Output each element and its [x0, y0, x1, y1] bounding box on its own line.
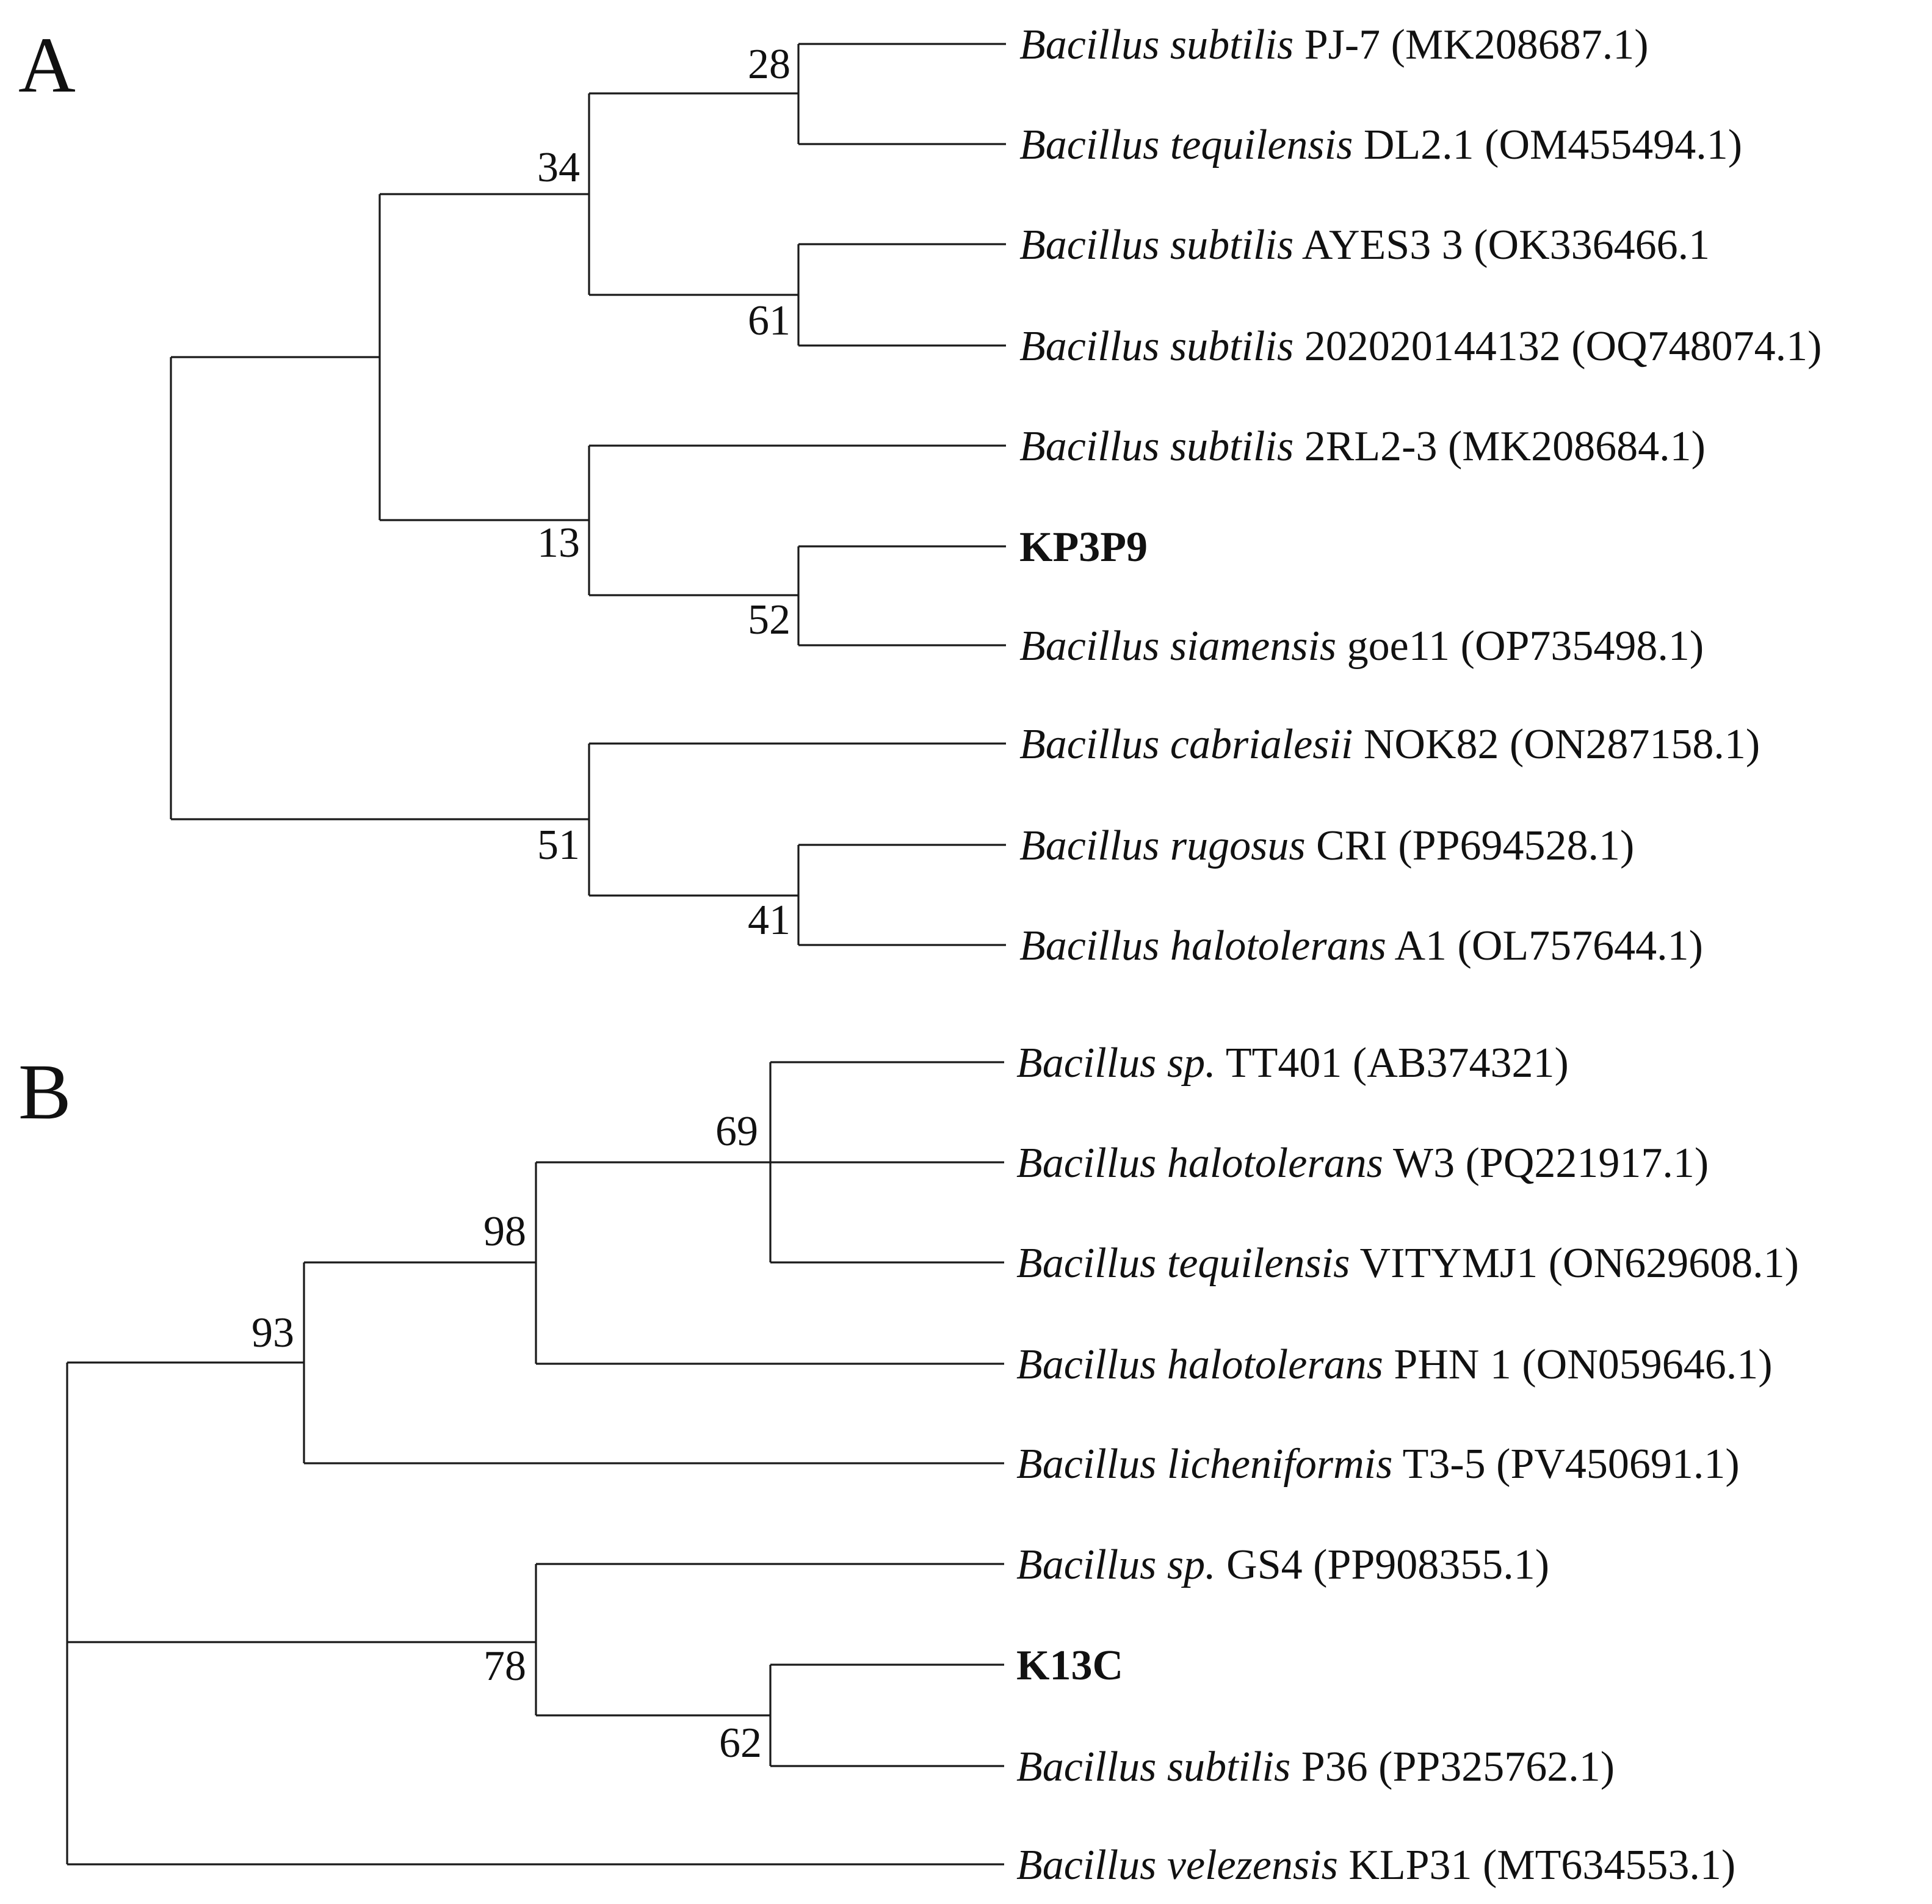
leaf-label: Bacillus licheniformis T3-5 (PV450691.1)	[1016, 1441, 1740, 1488]
panel-b: B	[18, 1040, 1799, 1889]
panel-b-leaf-labels: Bacillus sp. TT401 (AB374321) Bacillus h…	[1016, 1040, 1799, 1889]
support-value: 13	[537, 519, 580, 566]
leaf-label: Bacillus halotolerans A1 (OL757644.1)	[1019, 922, 1703, 969]
leaf-label-highlight: KP3P9	[1019, 524, 1148, 571]
panel-a-leaf-labels: Bacillus subtilis PJ-7 (MK208687.1) Baci…	[1019, 21, 1822, 969]
panel-a: A	[18, 21, 1822, 969]
support-value: 41	[748, 897, 791, 944]
support-value: 51	[537, 822, 580, 869]
support-value: 69	[715, 1108, 758, 1155]
support-value: 62	[719, 1720, 762, 1767]
support-value: 78	[483, 1643, 526, 1690]
leaf-label: Bacillus subtilis 202020144132 (OQ748074…	[1019, 323, 1822, 370]
leaf-label: Bacillus rugosus CRI (PP694528.1)	[1019, 822, 1634, 869]
leaf-label: Bacillus tequilensis DL2.1 (OM455494.1)	[1019, 121, 1742, 168]
leaf-label: Bacillus tequilensis VITYMJ1 (ON629608.1…	[1016, 1240, 1799, 1287]
leaf-label: Bacillus halotolerans PHN 1 (ON059646.1)	[1016, 1341, 1773, 1388]
support-value: 28	[748, 41, 791, 88]
support-value: 52	[748, 596, 791, 643]
leaf-label: Bacillus subtilis P36 (PP325762.1)	[1016, 1743, 1615, 1790]
panel-b-support-values: 69 98 93 78 62	[251, 1108, 762, 1767]
support-value: 93	[251, 1309, 294, 1356]
panel-a-support-values: 28 34 61 13 52 51 41	[537, 41, 791, 944]
panel-b-branches	[66, 1061, 1004, 1866]
support-value: 61	[748, 297, 791, 344]
leaf-label: Bacillus siamensis goe11 (OP735498.1)	[1019, 623, 1704, 670]
leaf-label: Bacillus subtilis PJ-7 (MK208687.1)	[1019, 21, 1649, 68]
panel-a-branches	[170, 43, 1006, 946]
leaf-label: Bacillus halotolerans W3 (PQ221917.1)	[1016, 1140, 1709, 1187]
support-value: 34	[537, 144, 580, 191]
leaf-label: Bacillus sp. GS4 (PP908355.1)	[1016, 1541, 1549, 1588]
panel-a-label: A	[18, 21, 76, 109]
leaf-label: Bacillus cabrialesii NOK82 (ON287158.1)	[1019, 721, 1760, 768]
leaf-label-highlight: K13C	[1016, 1642, 1123, 1689]
support-value: 98	[483, 1208, 526, 1255]
leaf-label: Bacillus velezensis KLP31 (MT634553.1)	[1016, 1842, 1735, 1889]
leaf-label: Bacillus subtilis AYES3 3 (OK336466.1	[1019, 222, 1710, 269]
leaf-label: Bacillus sp. TT401 (AB374321)	[1016, 1040, 1569, 1087]
panel-b-label: B	[18, 1048, 71, 1136]
leaf-label: Bacillus subtilis 2RL2-3 (MK208684.1)	[1019, 423, 1706, 470]
